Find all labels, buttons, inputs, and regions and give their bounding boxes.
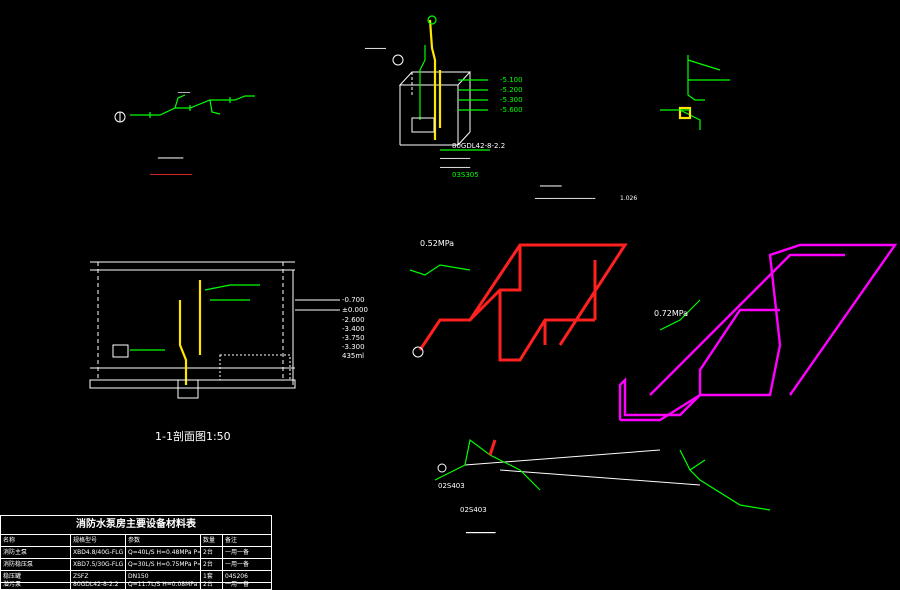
svg-text:━━━━━━━━━━: ━━━━━━━━━━ <box>439 165 471 171</box>
table-cell: 80GDL42-8-2.2 <box>71 579 126 590</box>
table-cell: 2台 <box>201 559 223 570</box>
section-level-7: 435ml <box>342 352 364 360</box>
section-1-1: -0.700 ±0.000 -2.600 -3.400 -3.750 -3.30… <box>89 261 368 443</box>
table-header-cell: 名称 <box>1 535 71 546</box>
table-cell: 1套 <box>201 571 223 582</box>
tank-level-4: -5.600 <box>500 106 523 114</box>
svg-text:━━━━━━━: ━━━━━━━ <box>465 529 496 537</box>
table-cell: DN150 <box>126 571 201 582</box>
note-top-right: 1.026 <box>620 195 637 202</box>
table-row: 稳压罐 ZSFZ DN150 1套 04S206 <box>1 571 271 583</box>
svg-text:━━━━━━━━━━━━━━━━━━━━: ━━━━━━━━━━━━━━━━━━━━ <box>534 196 596 202</box>
top-left-note: ━━━━━━━━━━━━━━ <box>149 172 193 178</box>
lower-ref-1: 02S403 <box>438 482 465 490</box>
section-level-1: -0.700 <box>342 296 365 304</box>
magenta-fire-system: 0.72MPa <box>618 243 898 422</box>
tank-level-3: -5.300 <box>500 96 523 104</box>
table-header-cell: 数量 <box>201 535 223 546</box>
table-header-row: 名称 规格型号 参数 数量 备注 <box>1 535 271 547</box>
table-header-cell: 参数 <box>126 535 201 546</box>
table-cell: 一用一备 <box>225 549 250 556</box>
table-cell: 消防稳压泵 <box>1 559 71 570</box>
table-cell: 一用一备 <box>225 581 250 588</box>
equipment-table: 消防水泵房主要设备材料表 名称 规格型号 参数 数量 备注 消防主泵 XBD4.… <box>0 515 272 590</box>
section-level-3: -2.600 <box>342 316 365 324</box>
section-level-5: -3.750 <box>342 334 365 342</box>
table-cell: Q=40L/S H=0.48MPa P=45KW <box>126 547 201 558</box>
lower-ref-2: 02S403 <box>460 506 487 514</box>
section-level-2: ±0.000 <box>342 306 368 314</box>
svg-text:━━━━━: ━━━━━ <box>177 90 191 95</box>
section-level-4: -3.400 <box>342 325 365 333</box>
tank-pump-model: 80GDL42-8-2.2 <box>452 142 505 150</box>
tank-level-2: -5.200 <box>500 86 523 94</box>
svg-text:━━━━━━━━━━: ━━━━━━━━━━ <box>439 156 471 162</box>
table-row: 消防稳压泵 XBD7.5/30G-FLG Q=30L/S H=0.75MPa P… <box>1 559 271 571</box>
table-header-cell: 规格型号 <box>71 535 126 546</box>
table-title: 消防水泵房主要设备材料表 <box>1 516 271 535</box>
tank-level-1: -5.100 <box>500 76 523 84</box>
table-row: 消防主泵 XBD4.8/40G-FLG Q=40L/S H=0.48MPa P=… <box>1 547 271 559</box>
pressure-magenta: 0.72MPa <box>654 309 688 318</box>
table-row: 潜污泵 80GDL42-8-2.2 Q=11.7L/S H=0.08MPa P=… <box>1 579 271 590</box>
table-cell: 潜污泵 <box>1 579 71 590</box>
section-title: 1-1剖面图1:50 <box>155 429 231 443</box>
top-left-system: ━━━━━ ━━━━━━━ ━━━━━━━━━━━━━━ <box>114 90 255 178</box>
table-cell: 一用一备 <box>225 561 250 568</box>
pressure-red: 0.52MPa <box>420 239 454 248</box>
table-cell: 2台 <box>201 579 223 590</box>
red-fire-system: 0.52MPa <box>409 239 628 362</box>
top-left-caption: ━━━━━━━ <box>157 155 184 162</box>
table-cell: 稳压罐 <box>1 571 71 582</box>
tank-pump-ref: 03S305 <box>452 171 479 179</box>
table-cell: 消防主泵 <box>1 547 71 558</box>
section-level-6: -3.300 <box>342 343 365 351</box>
table-cell: 04S206 <box>225 573 248 580</box>
top-right-riser: ━━━━━━ ━━━━━━━━━━━━━━━━━━━━ 1.026 <box>534 55 730 202</box>
svg-text:━━━━━━: ━━━━━━ <box>539 183 562 190</box>
table-cell: 2台 <box>201 547 223 558</box>
svg-text:━━━━━━━: ━━━━━━━ <box>364 46 387 52</box>
lower-system: 02S403 02S403 ━━━━━━━ <box>434 438 771 537</box>
table-cell: ZSFZ <box>71 571 126 582</box>
table-cell: Q=11.7L/S H=0.08MPa P=2.2KW <box>126 579 201 590</box>
table-cell: Q=30L/S H=0.75MPa P=45KW <box>126 559 201 570</box>
table-header-cell: 备注 <box>225 537 238 544</box>
table-cell: XBD4.8/40G-FLG <box>71 547 126 558</box>
table-cell: XBD7.5/30G-FLG <box>71 559 126 570</box>
tank-diagram: -5.100 -5.200 -5.300 -5.600 80GDL42-8-2.… <box>364 15 523 179</box>
